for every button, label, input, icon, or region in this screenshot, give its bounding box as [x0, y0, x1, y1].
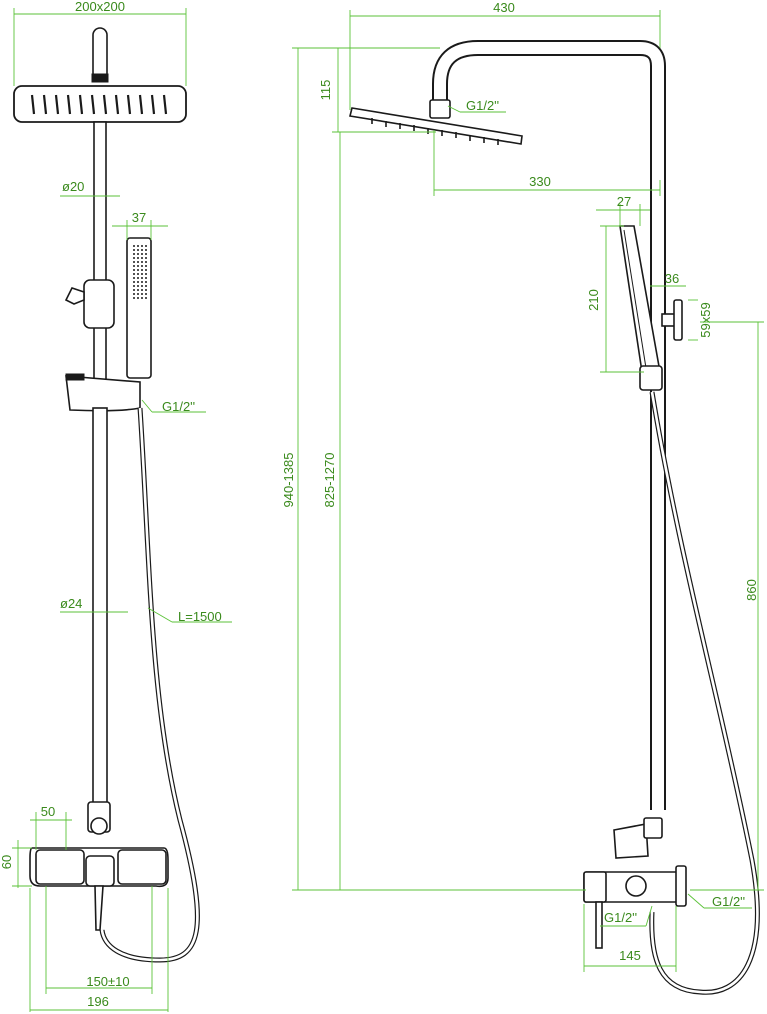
front-mixer-center	[85, 855, 115, 887]
front-top-pipe	[92, 27, 108, 81]
side-head-nozzles	[371, 118, 499, 145]
front-upper-rail	[93, 121, 107, 393]
side-hand-shower-base	[639, 365, 663, 391]
dim-mixer-thread-right: G1/2''	[712, 894, 745, 909]
dim-thread-hand-shower: G1/2''	[162, 399, 195, 414]
dim-overall-width: 430	[493, 0, 515, 15]
front-mixer-handle-left	[35, 849, 85, 885]
dim-pipe-diameter-top: ø20	[62, 179, 84, 194]
side-mixer-knob	[625, 875, 647, 897]
dim-pipe-diameter-bottom: ø24	[60, 596, 82, 611]
dim-mixer-depth: 145	[619, 948, 641, 963]
front-pipe-joint	[91, 73, 109, 83]
front-view	[13, 27, 200, 963]
side-wall-bracket	[673, 299, 683, 341]
front-hand-shower-dots	[131, 244, 147, 300]
dim-head-size: 200x200	[75, 0, 125, 14]
front-dimensions: 200x200 ø20 37 G1/2'' ø24 L=1500 50 60	[0, 0, 232, 1012]
front-mixer-spout	[94, 885, 104, 931]
dim-head-height: 115	[318, 80, 333, 101]
dim-hose-length: L=1500	[178, 609, 222, 624]
dim-hand-shower-width: 37	[132, 210, 146, 225]
front-lower-rail	[92, 407, 108, 805]
front-diverter-body	[83, 279, 115, 329]
dim-hand-shower-length: 210	[586, 289, 601, 311]
dim-wall-bracket: 59x59	[698, 302, 713, 337]
dim-connection-spacing: 150±10	[86, 974, 129, 989]
dim-adjustable-height: 825-1270	[322, 453, 337, 508]
front-shower-head-nozzles	[30, 94, 168, 115]
side-mixer-handle	[583, 871, 607, 903]
side-mixer-spout	[595, 901, 603, 949]
dim-thread-head: G1/2''	[466, 98, 499, 113]
side-head-connector	[429, 99, 451, 119]
side-diverter	[613, 823, 649, 859]
front-rail-coupling-knob	[90, 817, 108, 835]
front-holder-top	[65, 373, 85, 381]
side-diverter-collar	[643, 817, 663, 839]
dim-arm-reach: 330	[529, 174, 551, 189]
dim-mixer-width: 196	[87, 994, 109, 1009]
front-hand-shower-holder	[65, 375, 141, 412]
side-mixer-wall-connector	[675, 865, 687, 907]
dim-holder-offset: 36	[665, 271, 679, 286]
side-dimensions: 430 115 G1/2'' 330 27 36 59x59 210	[281, 0, 764, 972]
front-mixer-handle-right	[117, 849, 167, 885]
front-shower-head	[13, 85, 187, 123]
front-diverter-lever	[64, 287, 85, 305]
dim-total-height: 940-1385	[281, 453, 296, 508]
dim-holder-depth: 27	[617, 194, 631, 209]
dim-mixer-spout: 50	[41, 804, 55, 819]
side-shower-head	[349, 107, 523, 145]
dim-bracket-height: 860	[744, 579, 759, 601]
dim-mixer-height: 60	[0, 855, 14, 869]
side-gooseneck-arm	[432, 40, 666, 810]
dim-mixer-thread-left: G1/2''	[604, 910, 637, 925]
